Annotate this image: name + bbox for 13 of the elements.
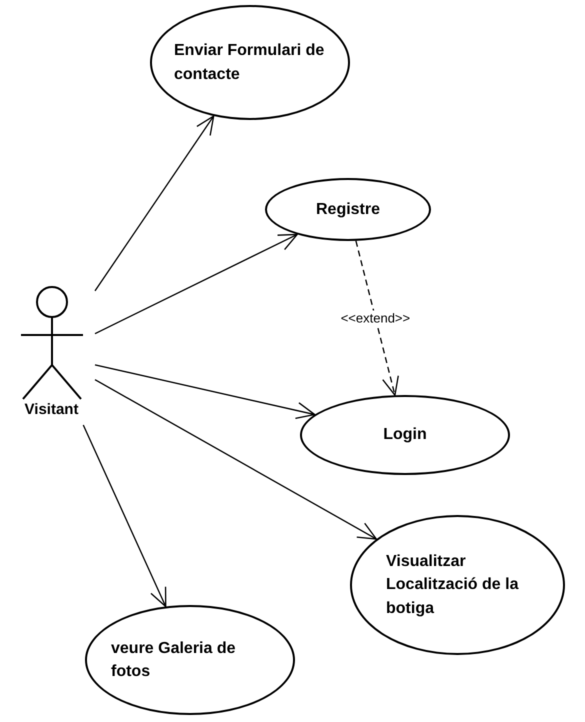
use-case-label: veure Galeria de fotos bbox=[111, 638, 237, 682]
association-arrow bbox=[94, 364, 316, 420]
use-case-label: Visualitzar Localització de la botiga bbox=[386, 552, 520, 619]
use-case-label: Login bbox=[383, 425, 427, 446]
association-arrow bbox=[94, 234, 298, 334]
edge-label: <<extend>> bbox=[340, 310, 412, 326]
use-case-label: Enviar Formulari de contacte bbox=[174, 41, 326, 84]
association-arrow bbox=[94, 115, 214, 292]
actor-label: Visitant bbox=[24, 401, 78, 418]
association-arrow bbox=[94, 379, 378, 540]
use-case-label: Registre bbox=[316, 200, 380, 220]
dependency-arrow bbox=[355, 240, 399, 396]
association-arrow bbox=[82, 424, 166, 608]
